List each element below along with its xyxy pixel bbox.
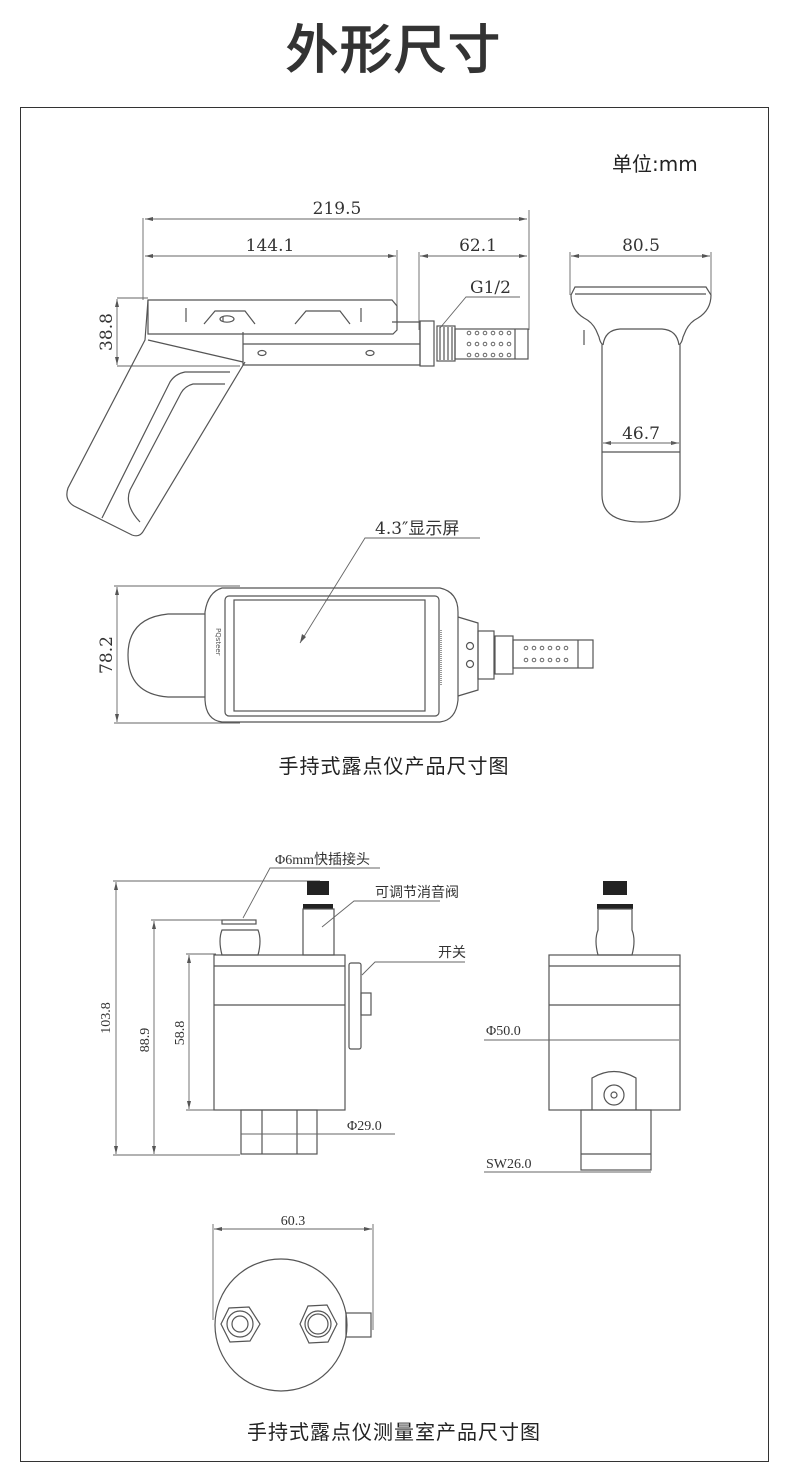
dim-wrench-size: SW26.0: [486, 1157, 532, 1172]
chamber-body: [548, 954, 681, 1111]
arrow: [519, 217, 527, 221]
dim-overall-length: 219.5: [313, 199, 362, 219]
outlet-port: [603, 1084, 625, 1106]
switch: [345, 1312, 372, 1338]
device-top-body: [147, 299, 398, 335]
dim-grip-width: 46.7: [622, 424, 660, 444]
handle-outline: [66, 299, 246, 537]
dim-body-height: 58.8: [173, 1021, 188, 1046]
dim-fitting-height: 88.9: [138, 1028, 153, 1053]
arrow: [519, 254, 527, 258]
dim-top-diameter: 60.3: [281, 1214, 306, 1229]
filter-holes: [466, 330, 512, 358]
handheld-top-view: 4.3″显示屏 78.2 PQsteer: [97, 519, 594, 724]
leader-line: [361, 961, 465, 976]
dim-total-height: 103.8: [99, 1002, 114, 1034]
page-title: 外形尺寸: [285, 21, 502, 81]
grip-outline: [127, 613, 205, 698]
quick-connector: [219, 929, 261, 956]
brand-logo: PQsteer: [214, 628, 222, 656]
probe-filter: [454, 328, 529, 360]
valve-knob: [307, 881, 329, 895]
switch: [348, 962, 362, 1050]
arrow: [115, 357, 119, 365]
thread-fitting: [494, 635, 514, 675]
chamber-front-view: Φ50.0 SW26.0: [484, 881, 681, 1173]
chamber-caption: 手持式露点仪测量室产品尺寸图: [247, 1420, 541, 1444]
arrow: [388, 254, 396, 258]
dim-device-width: 78.2: [97, 636, 117, 674]
leader-line: [439, 296, 520, 329]
probe-filter: [512, 639, 594, 669]
drawing-frame: [20, 107, 769, 1462]
device-body: [204, 587, 459, 723]
device-front-outline: [570, 286, 712, 523]
dim-probe-length: 62.1: [459, 236, 497, 256]
dim-top-width: 80.5: [622, 236, 660, 256]
arrow: [420, 254, 428, 258]
screen-label: 4.3″显示屏: [375, 519, 459, 539]
leader-line: [321, 900, 440, 928]
valve-connector: [595, 908, 635, 956]
arrow: [145, 254, 153, 258]
valve-hex: [299, 1304, 338, 1344]
unit-label: 单位:mm: [612, 152, 698, 176]
handle-inner: [101, 371, 230, 519]
adjustable-valve: [302, 908, 335, 956]
handheld-side-view: 219.5 144.1 62.1 G1/2 38.8: [66, 199, 530, 537]
arrow: [145, 217, 153, 221]
dim-body-height: 38.8: [97, 313, 117, 351]
valve-label: 可调节消音阀: [375, 884, 459, 901]
switch-label: 开关: [438, 945, 466, 961]
leader-line: [242, 867, 380, 919]
screen-bezel: [224, 595, 440, 717]
dim-body-length: 144.1: [246, 236, 295, 256]
collar: [419, 320, 435, 367]
chamber-base: [240, 1109, 318, 1155]
button-slot: [219, 315, 235, 323]
thread-label: G1/2: [470, 278, 511, 298]
chamber-base: [580, 1109, 652, 1171]
chamber-side-view: 103.8 88.9 58.8 Φ29.0 Φ6mm快插接头 可调节消音阀: [99, 851, 466, 1156]
leader-line: [299, 537, 480, 644]
fitting-hex: [220, 1306, 261, 1343]
arrow: [115, 299, 119, 307]
display-screen: [233, 599, 426, 712]
handheld-front-view: 80.5 46.7: [569, 236, 712, 523]
chamber-top-view: 60.3: [212, 1214, 374, 1392]
filter-holes: [523, 645, 569, 663]
handheld-caption: 手持式露点仪产品尺寸图: [278, 754, 510, 778]
chamber-body: [213, 954, 346, 1111]
dim-body-diameter: Φ50.0: [486, 1024, 521, 1039]
dim-base-diameter: Φ29.0: [347, 1119, 382, 1134]
quick-connector-label: Φ6mm快插接头: [275, 851, 370, 868]
body-detail: [185, 308, 362, 325]
chamber-top-outline: [214, 1258, 348, 1392]
